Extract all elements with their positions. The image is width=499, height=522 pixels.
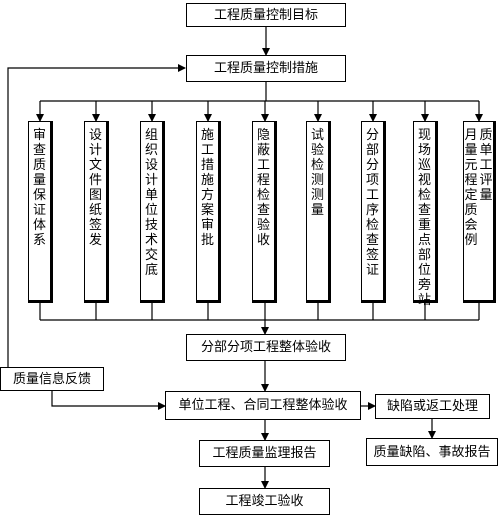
node-label: 施工措施方案审批 <box>200 128 214 248</box>
node-label: 审查质量保证体系 <box>32 128 46 248</box>
node-label: 试验检测测量 <box>310 128 324 218</box>
node-completion-acceptance: 工程竣工验收 <box>199 488 330 515</box>
node-monthly-quality-evaluation: 质单工评量 月量元程定质会例 <box>463 121 496 303</box>
edge-feedback-to-measures <box>7 64 186 367</box>
node-label-col-left: 月量元程定质会例 <box>464 128 478 248</box>
node-unit-contract-acceptance: 单位工程、合同工程整体验收 <box>165 391 361 420</box>
node-label: 分部分项工序检查签证 <box>365 128 379 278</box>
node-supervision-report: 工程质量监理报告 <box>199 440 330 467</box>
node-quality-target: 工程质量控制目标 <box>186 3 346 27</box>
node-label: 设计文件图纸签发 <box>88 128 102 248</box>
node-quality-measures: 工程质量控制措施 <box>186 55 346 82</box>
node-concealed-work-inspection: 隐蔽工程检查验收 <box>252 121 277 303</box>
node-process-inspection-signoff: 分部分项工序检查签证 <box>361 121 386 303</box>
node-design-tech-briefing: 组织设计单位技术交底 <box>140 121 165 303</box>
node-test-measurement: 试验检测测量 <box>306 121 331 303</box>
node-label: 现场巡视检查重点部位旁站 <box>417 128 431 308</box>
edge-feedback-to-unit <box>51 391 166 410</box>
node-construction-plan-approval: 施工措施方案审批 <box>196 121 221 303</box>
node-site-patrol-supervision: 现场巡视检查重点部位旁站 <box>413 121 438 308</box>
node-review-qa-system: 审查质量保证体系 <box>28 121 53 303</box>
node-quality-feedback: 质量信息反馈 <box>0 367 104 391</box>
node-defect-accident-report: 质量缺陷、事故报告 <box>366 438 498 466</box>
node-design-drawing-issue: 设计文件图纸签发 <box>84 121 109 303</box>
node-label: 隐蔽工程检查验收 <box>256 128 270 248</box>
node-label-col-right: 质单工评量 <box>479 128 493 203</box>
node-label: 组织设计单位技术交底 <box>144 128 158 278</box>
node-subproject-acceptance: 分部分项工程整体验收 <box>186 334 346 361</box>
node-defect-rework: 缺陷或返工处理 <box>375 394 490 419</box>
